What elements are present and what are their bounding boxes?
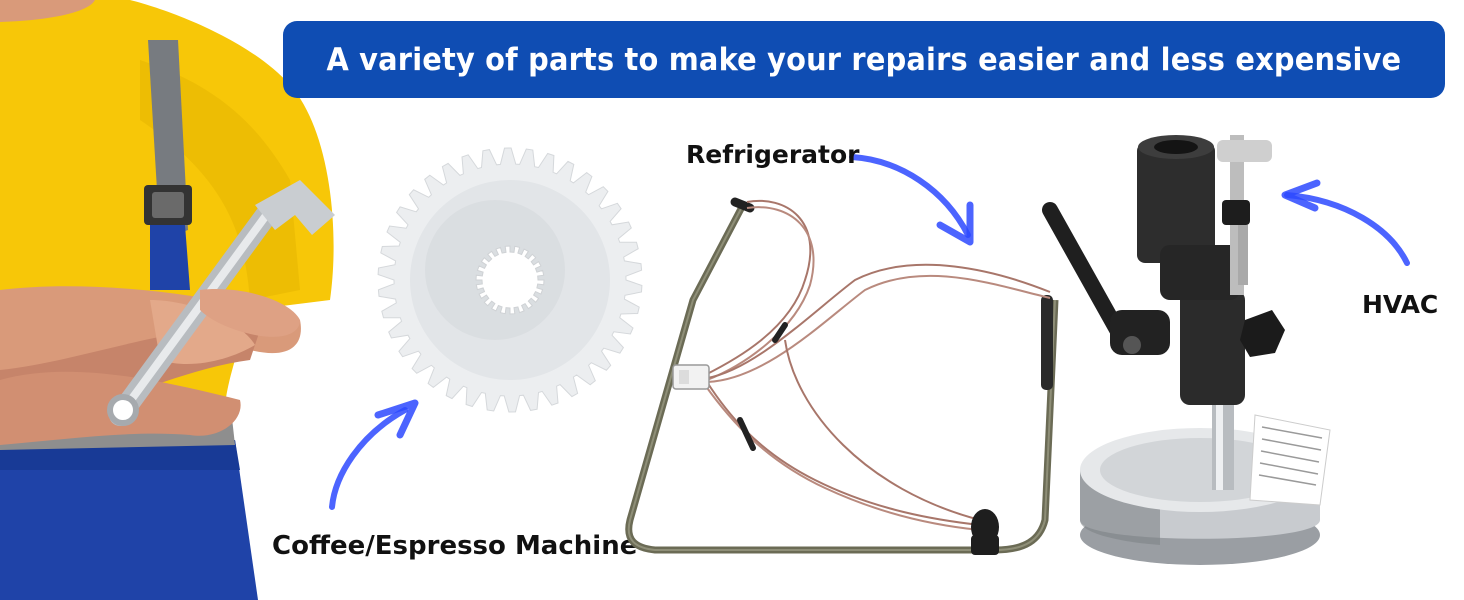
defrost-heater-icon [615, 190, 1075, 600]
technician-image [0, 0, 340, 600]
arrow-to-stand-icon [1275, 178, 1415, 273]
arrow-to-heater-icon [840, 145, 980, 250]
arrow-to-gear-icon [320, 395, 430, 515]
headline-text: A variety of parts to make your repairs … [326, 41, 1402, 78]
coffee-espresso-label: Coffee/Espresso Machine [272, 531, 638, 561]
refrigerator-label: Refrigerator [686, 140, 860, 169]
magnetic-stand-icon [1040, 125, 1370, 585]
hvac-label: HVAC [1362, 290, 1439, 319]
gear-icon [370, 145, 650, 425]
headline-banner: A variety of parts to make your repairs … [283, 21, 1445, 98]
